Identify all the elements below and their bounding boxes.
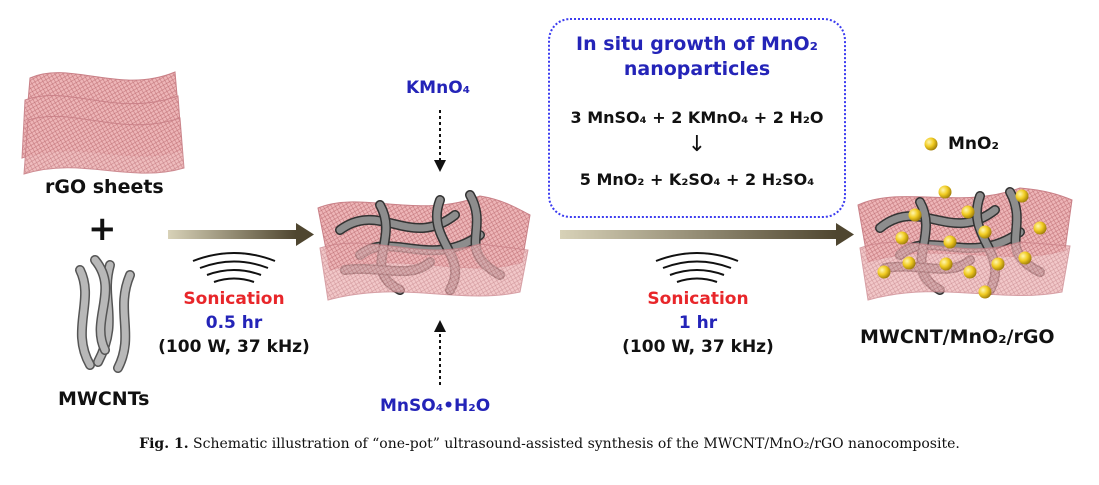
mno2-nanoparticle bbox=[877, 265, 891, 279]
reaction-arrow-icon: ↓ bbox=[687, 132, 707, 157]
reaction-box: In situ growth of MnO₂ nanoparticles 3 M… bbox=[548, 18, 846, 218]
mwcnts-label: MWCNTs bbox=[58, 388, 150, 410]
kmno4-label: KMnO₄ bbox=[406, 78, 471, 98]
reaction-reactants: 3 MnSO₄ + 2 KMnO₄ + 2 H₂O bbox=[570, 108, 824, 127]
reaction-box-title-line1: In situ growth of MnO₂ bbox=[576, 33, 818, 55]
mno2-legend-icon bbox=[924, 137, 938, 151]
mwcnts-graphic bbox=[75, 255, 135, 373]
sonication-label-1: Sonication bbox=[183, 289, 285, 309]
sonication-wave-icon bbox=[655, 252, 739, 283]
mno2-nanoparticles bbox=[877, 185, 1047, 299]
figure-caption-text: Schematic illustration of “one-pot” ultr… bbox=[193, 436, 960, 452]
mno2-nanoparticle bbox=[963, 265, 977, 279]
mno2-nanoparticle bbox=[1015, 189, 1029, 203]
intermediate-composite-graphic bbox=[317, 190, 531, 301]
rgo-sheet bbox=[319, 242, 529, 301]
kmno4-addition-arrow bbox=[434, 110, 446, 172]
process-arrow-2 bbox=[560, 223, 854, 246]
mno2-nanoparticle bbox=[908, 208, 922, 222]
mno2-nanoparticle bbox=[939, 257, 953, 271]
reaction-products: 5 MnO₂ + K₂SO₄ + 2 H₂SO₄ bbox=[579, 170, 815, 189]
mwcnt-tube bbox=[114, 271, 134, 372]
mno2-nanoparticle bbox=[902, 256, 916, 270]
rgo-sheet bbox=[23, 115, 185, 175]
sonication-conditions-1: (100 W, 37 kHz) bbox=[158, 337, 310, 357]
reaction-box-title: In situ growth of MnO₂ nanoparticles bbox=[550, 32, 844, 82]
mno2-nanoparticle bbox=[943, 235, 957, 249]
mnso4-addition-arrow bbox=[434, 320, 446, 385]
mwcnt-tube bbox=[76, 266, 94, 369]
reaction-box-title-line2: nanoparticles bbox=[623, 58, 771, 80]
figure-number: Fig. 1. bbox=[139, 436, 189, 452]
process-arrow-1 bbox=[168, 223, 314, 246]
rgo-sheets-graphic bbox=[21, 71, 185, 175]
sonication-wave-icon bbox=[192, 252, 276, 283]
product-composite-graphic bbox=[857, 185, 1073, 301]
mno2-nanoparticle bbox=[1018, 251, 1032, 265]
sonication-time-2: 1 hr bbox=[678, 313, 718, 333]
mno2-nanoparticle bbox=[961, 205, 975, 219]
mno2-legend-label: MnO₂ bbox=[948, 134, 999, 154]
mno2-nanoparticle bbox=[895, 231, 909, 245]
mno2-nanoparticle bbox=[1033, 221, 1047, 235]
mno2-nanoparticle bbox=[978, 285, 992, 299]
mnso4-h2o-label: MnSO₄•H₂O bbox=[380, 396, 491, 416]
figure-caption: Fig. 1. Schematic illustration of “one-p… bbox=[0, 436, 1099, 452]
mwcnt-tube bbox=[91, 256, 109, 354]
mno2-nanoparticle bbox=[938, 185, 952, 199]
mno2-nanoparticle bbox=[978, 225, 992, 239]
mno2-nanoparticle bbox=[991, 257, 1005, 271]
plus-sign: + bbox=[88, 209, 117, 249]
sonication-label-2: Sonication bbox=[647, 289, 749, 309]
product-label: MWCNT/MnO₂/rGO bbox=[860, 326, 1055, 348]
sonication-conditions-2: (100 W, 37 kHz) bbox=[622, 337, 774, 357]
sonication-time-1: 0.5 hr bbox=[205, 313, 263, 333]
rgo-sheets-label: rGO sheets bbox=[45, 176, 164, 198]
